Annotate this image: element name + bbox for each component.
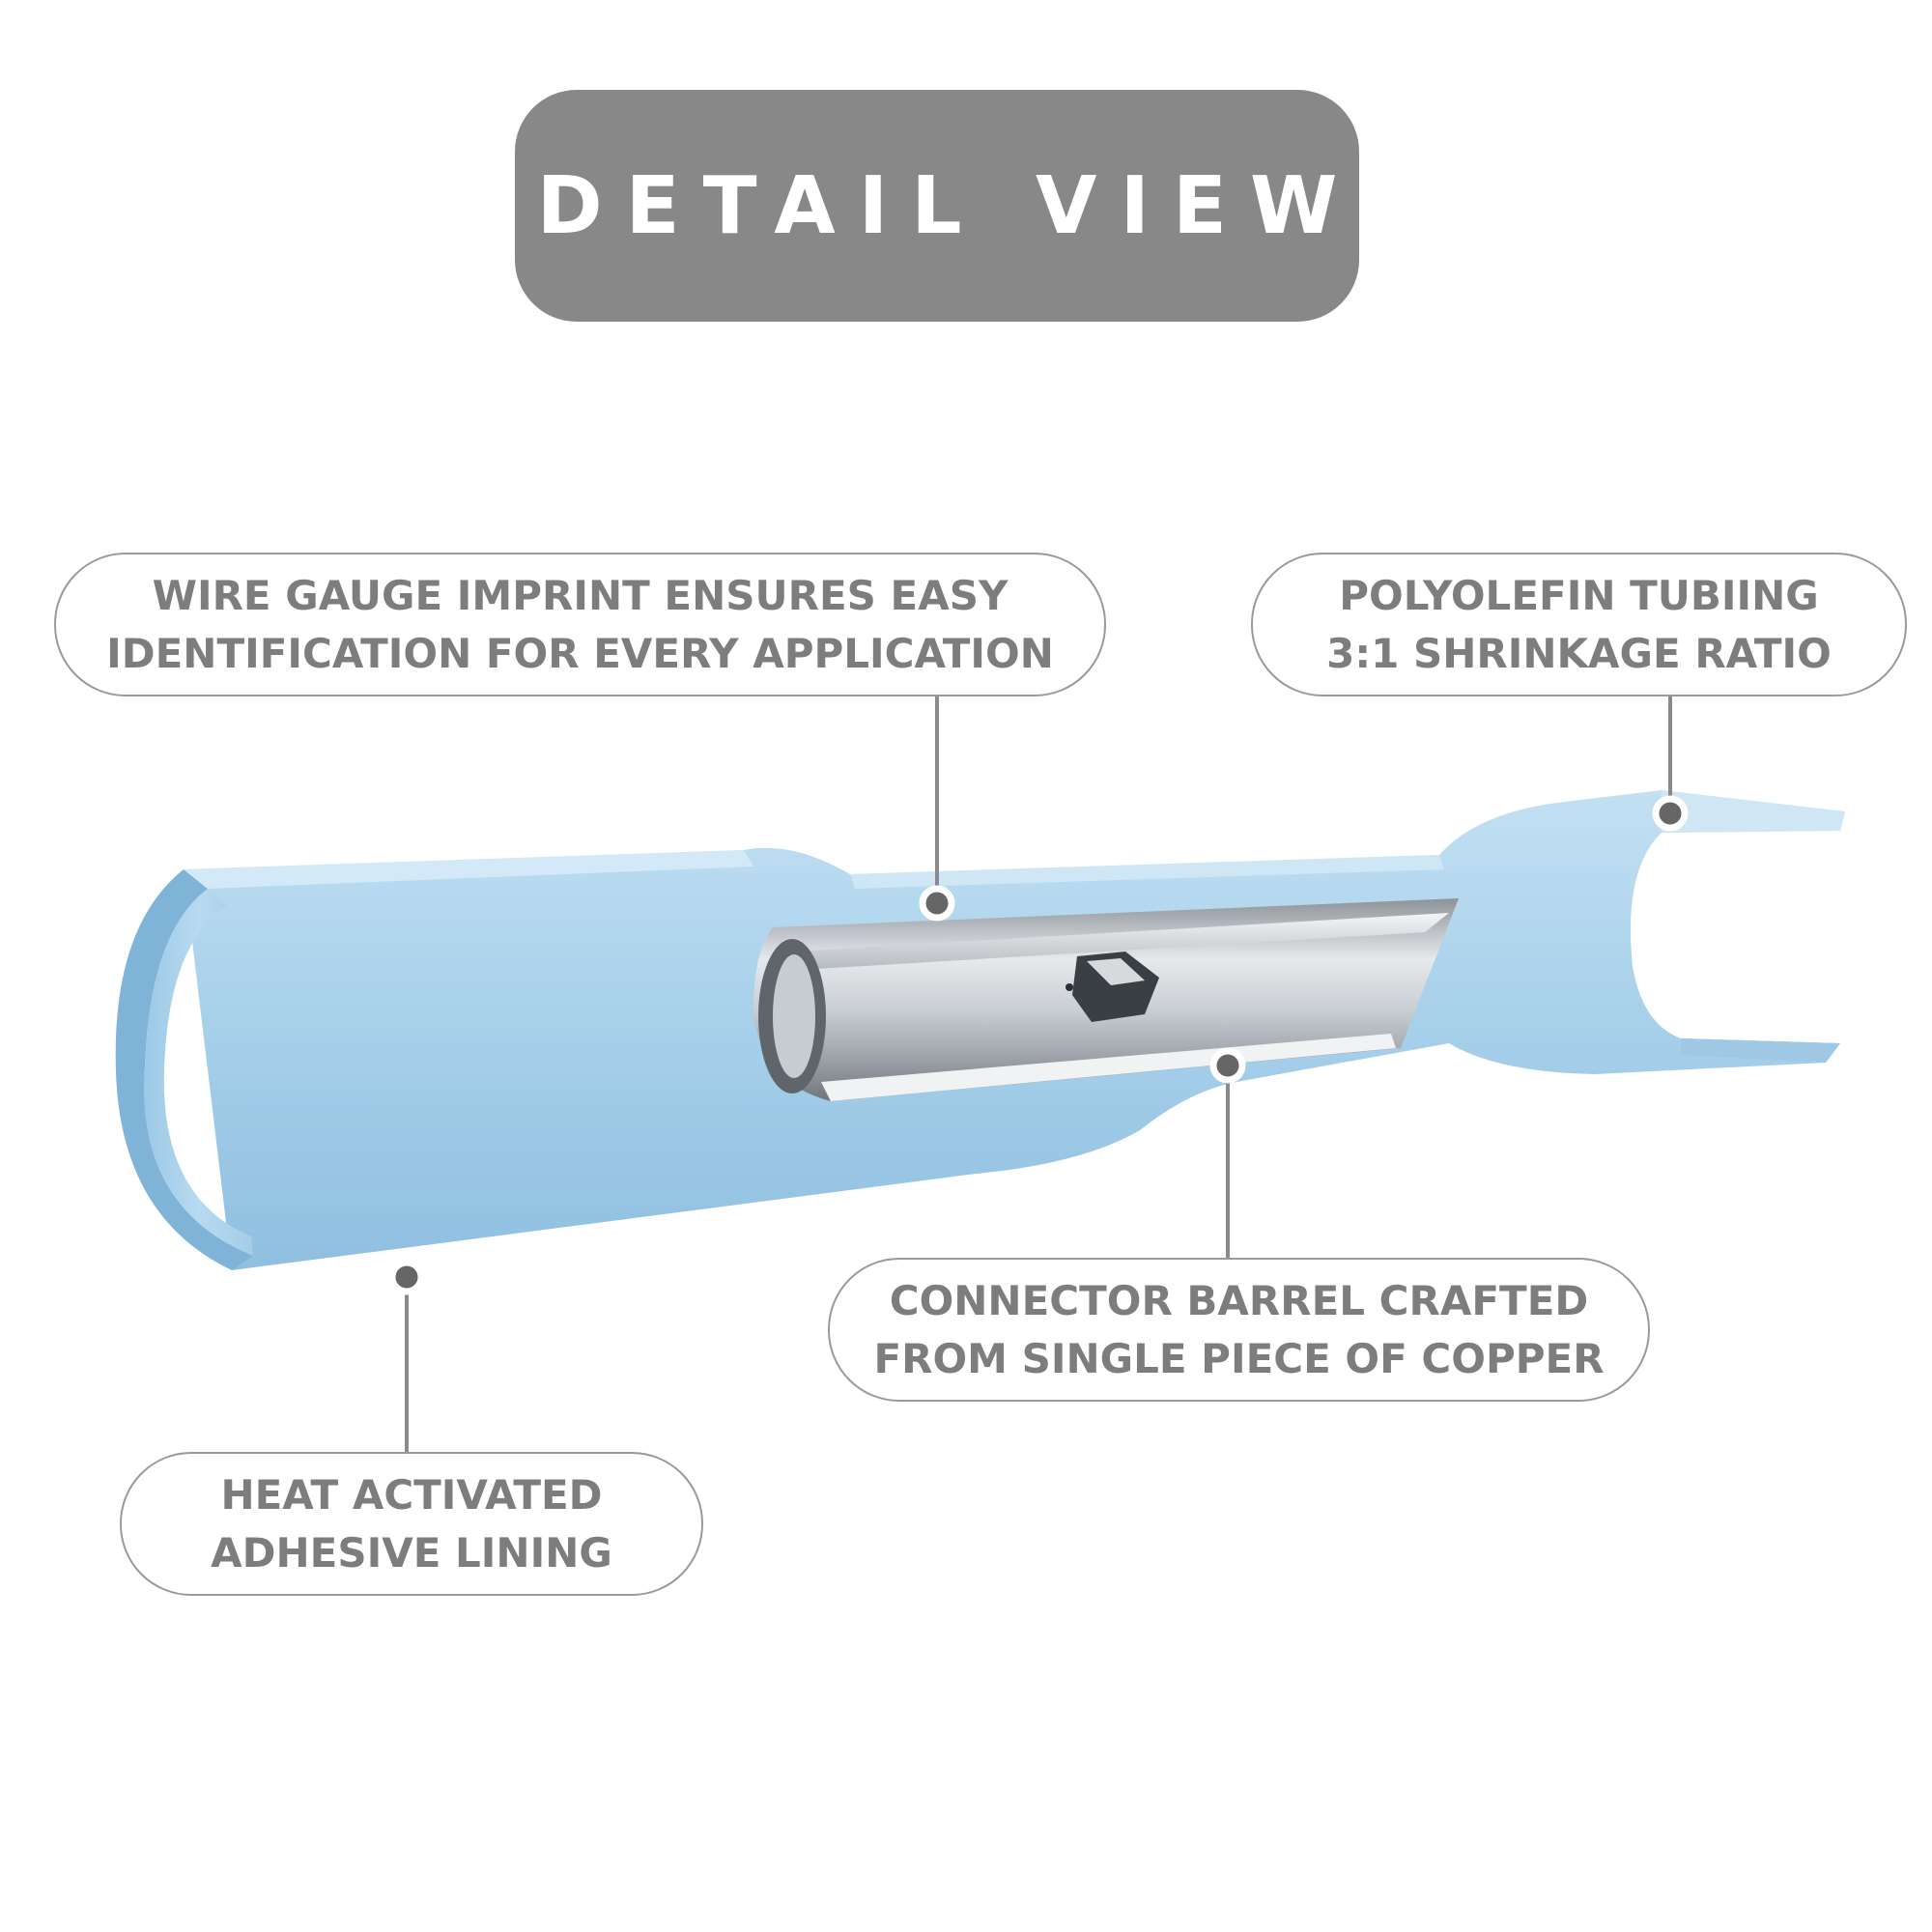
callout-heat-adhesive: HEAT ACTIVATED ADHESIVE LINING [120,1452,703,1596]
callout-heat-adhesive-line2: ADHESIVE LINING [211,1528,612,1577]
callout-leaders [388,696,1689,1452]
barrel-dot [1209,1047,1246,1084]
callout-connector-barrel-line2: FROM SINGLE PIECE OF COPPER [873,1334,1605,1382]
callout-polyolefin-line1: POLYOLEFIN TUBIING [1339,571,1819,619]
callout-polyolefin: POLYOLEFIN TUBIING 3:1 SHRINKAGE RATIO [1251,553,1907,696]
callout-wire-gauge-line1: WIRE GAUGE IMPRINT ENSURES EASY [152,571,1009,619]
callout-connector-barrel: CONNECTOR BARREL CRAFTED FROM SINGLE PIE… [828,1258,1650,1402]
wire-gauge-dot [919,885,955,922]
callout-polyolefin-line2: 3:1 SHRINKAGE RATIO [1326,629,1832,677]
polyolefin-dot [1652,795,1689,832]
title-text: DETAIL VIEW [536,159,1361,252]
adhesive-dot [388,1259,425,1295]
callout-heat-adhesive-line1: HEAT ACTIVATED [220,1470,603,1519]
title-banner: DETAIL VIEW [515,90,1359,322]
callout-wire-gauge-line2: IDENTIFICATION FOR EVERY APPLICATION [106,629,1054,677]
copper-barrel [753,898,1459,1101]
callout-wire-gauge: WIRE GAUGE IMPRINT ENSURES EASY IDENTIFI… [54,553,1106,696]
callout-connector-barrel-line1: CONNECTOR BARREL CRAFTED [889,1276,1589,1324]
